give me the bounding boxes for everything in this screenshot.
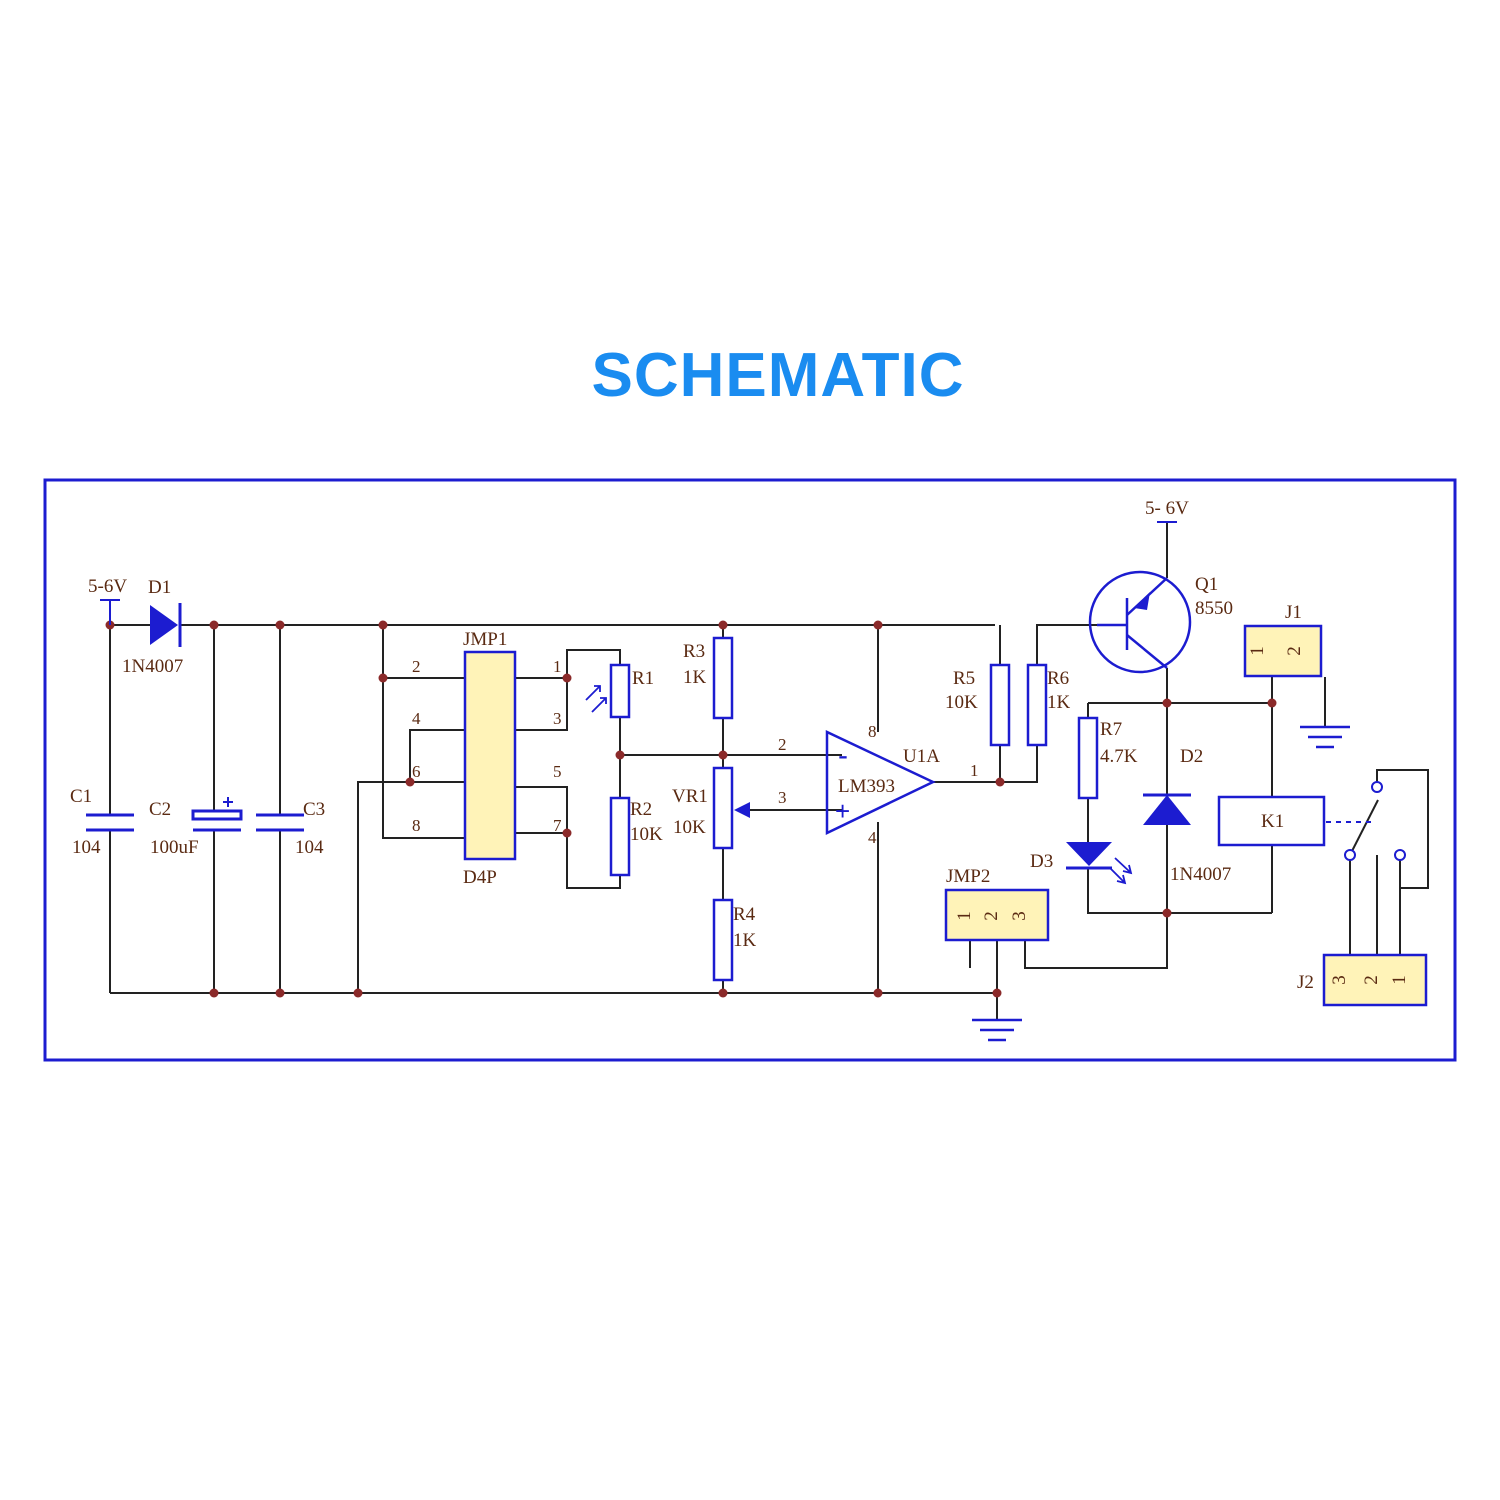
j2-connector [1322,953,1428,1007]
k1-ref: K1 [1261,811,1284,832]
r1-resistor [609,663,631,719]
jmp2-pin: 3 [1009,911,1030,921]
d2-ref: D2 [1180,746,1203,767]
u1a-plus: + [835,796,850,826]
r6-resistor [1026,663,1048,747]
r3-ref: R3 [683,641,705,662]
r4-resistor [712,898,734,982]
r1-ref: R1 [632,668,654,689]
schematic-frame [43,478,1457,1062]
j1-ref: J1 [1285,602,1302,623]
u1a-ref: U1A [903,746,940,767]
j2-pin: 2 [1361,975,1382,985]
r3-resistor [712,636,734,720]
vr1-ref: VR1 [672,786,708,807]
q1-ref: Q1 [1195,574,1218,595]
u1a-pin: 2 [778,735,787,754]
jmp1-ref: JMP1 [463,629,507,650]
r6-ref: R6 [1047,668,1069,689]
jmp1-pin: 2 [412,657,421,676]
j1-pin: 1 [1247,646,1268,656]
r2-ref: R2 [630,799,652,820]
r4-value: 1K [733,930,757,951]
c2-capacitor [191,797,243,832]
jmp1-pin: 3 [553,709,562,728]
r2-resistor [609,796,631,877]
jmp1-pin: 7 [553,816,562,835]
u1a-pin: 1 [970,761,979,780]
c1-ref: C1 [70,786,92,807]
r4-ref: R4 [733,904,756,925]
c3-capacitor [256,813,304,832]
vr1-potentiometer [712,766,734,850]
r5-resistor [989,663,1011,747]
c1-capacitor [86,813,134,832]
jmp1-footprint: D4P [463,867,497,888]
u1a-comparator [825,730,936,835]
u1a-part: LM393 [838,776,895,797]
jmp1-pin: 8 [412,816,421,835]
r7-resistor [1077,716,1099,800]
r5-value: 10K [945,692,978,713]
u1a-minus: - [838,739,848,772]
j2-ref: J2 [1297,972,1314,993]
d3-ref: D3 [1030,851,1053,872]
jmp2-pin: 2 [981,911,1002,921]
c3-value: 104 [295,837,324,858]
r5-ref: R5 [953,668,975,689]
jmp2-pin: 1 [954,911,975,921]
led-icon [1066,842,1133,885]
j1-pin: 2 [1284,646,1305,656]
pnp-transistor-icon [1088,570,1192,674]
j2-pin: 1 [1389,975,1410,985]
c2-value: 100uF [150,837,199,858]
r7-ref: R7 [1100,719,1122,740]
j1-connector [1243,624,1323,678]
u1a-pin: 8 [868,722,877,741]
j2-pin: 3 [1329,975,1350,985]
d1-diode [150,603,182,647]
r6-value: 1K [1047,692,1071,713]
d1-ref: D1 [148,577,171,598]
u1a-pin: 4 [868,828,877,847]
arrow-icon [734,802,750,818]
u1a-pin: 3 [778,788,787,807]
k1-relay [1217,795,1326,847]
c2-ref: C2 [149,799,171,820]
d2-value: 1N4007 [1170,864,1231,885]
supply-label-right: 5- 6V [1145,498,1189,519]
jmp1-pin: 6 [412,762,421,781]
jmp1-pin: 4 [412,709,421,728]
page-title: SCHEMATIC [591,341,965,410]
ground-icon [972,725,1350,1042]
r7-value: 4.7K [1100,746,1138,767]
photoresistor-icon [585,685,607,713]
jmp1-pin: 1 [553,657,562,676]
c3-ref: C3 [303,799,325,820]
r2-value: 10K [630,824,663,845]
q1-value: 8550 [1195,598,1233,619]
jmp2-connector [944,888,1050,942]
d1-value: 1N4007 [122,656,183,677]
jmp1-pin: 5 [553,762,562,781]
c1-value: 104 [72,837,101,858]
r3-value: 1K [683,667,707,688]
jmp1-header [463,650,517,861]
supply-label-left: 5-6V [88,576,127,597]
vr1-value: 10K [673,817,706,838]
d2-diode [1143,793,1191,825]
jmp2-ref: JMP2 [946,866,990,887]
